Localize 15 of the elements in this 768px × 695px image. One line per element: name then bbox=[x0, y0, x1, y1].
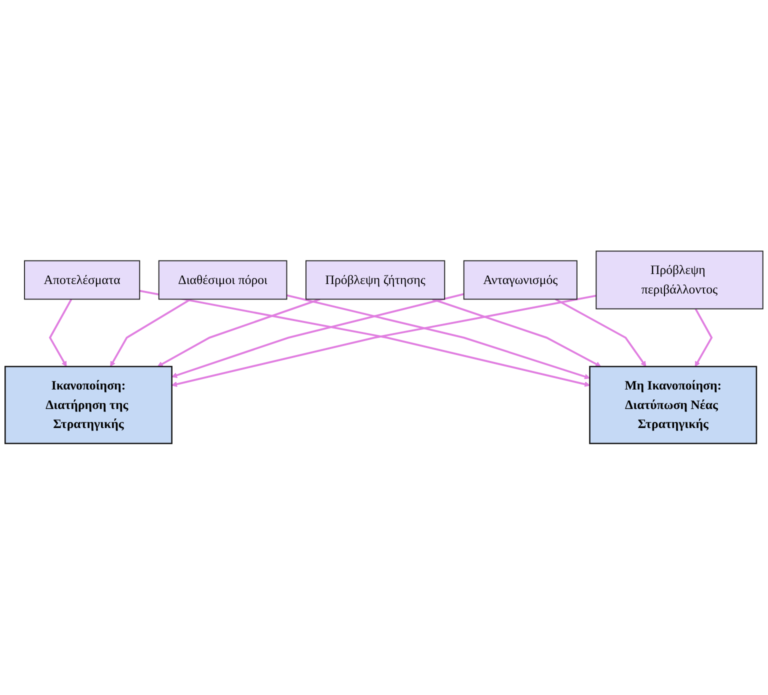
arrow bbox=[48, 298, 72, 367]
node-box: Αποτελέσματα bbox=[24, 260, 140, 300]
arrow bbox=[110, 298, 192, 367]
arrow bbox=[286, 294, 590, 380]
arrow bbox=[694, 308, 713, 367]
arrow bbox=[432, 298, 602, 367]
node-box: Πρόβλεψη περιβάλλοντος bbox=[596, 250, 764, 310]
node-box: Ανταγωνισμός bbox=[463, 260, 578, 300]
node-box: Μη Ικανοποίηση: Διατύπωση Νέας Στρατηγικής bbox=[589, 366, 758, 444]
node-box: Διαθέσιμοι πόροι bbox=[158, 260, 288, 300]
arrow bbox=[172, 293, 464, 378]
node-box: Πρόβλεψη ζήτησης bbox=[305, 260, 446, 300]
arrow bbox=[555, 298, 646, 367]
node-box: Ικανοποίηση: Διατήρηση της Στρατηγικής bbox=[4, 366, 172, 444]
arrow bbox=[157, 298, 320, 367]
